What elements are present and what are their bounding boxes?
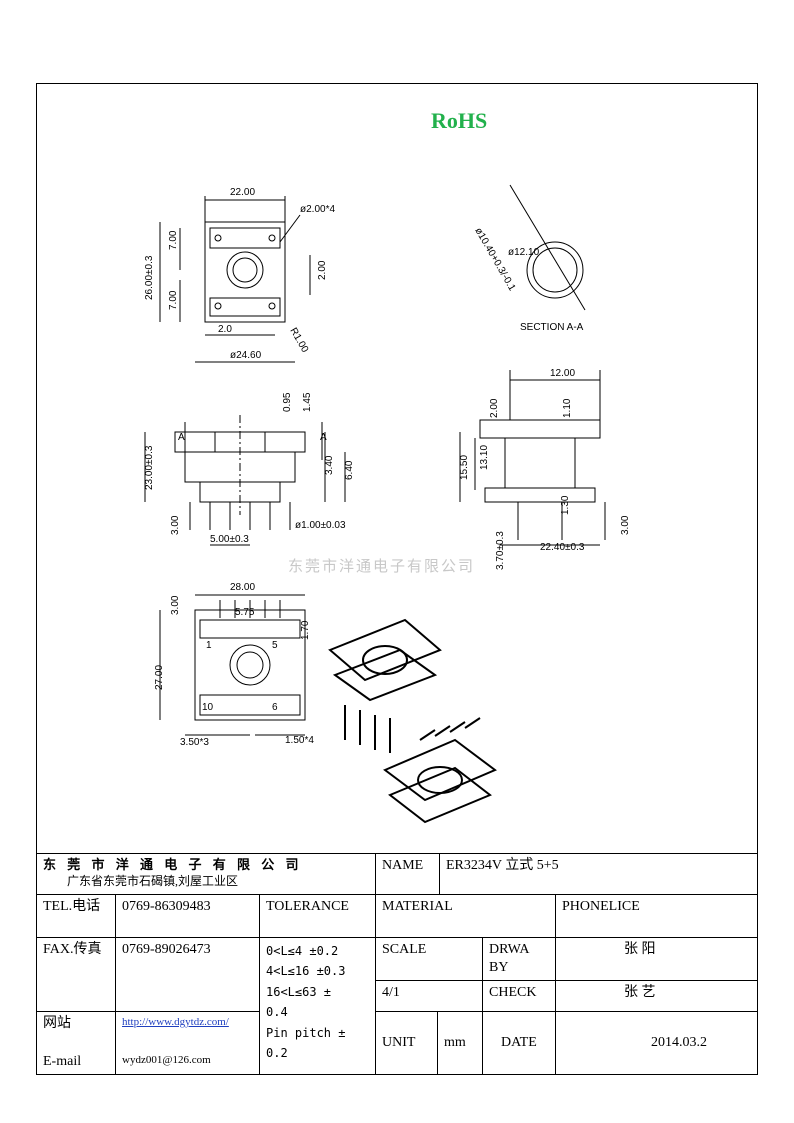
drawn-value: 张 阳 xyxy=(556,938,758,981)
dim-300a: 3.00 xyxy=(170,515,181,535)
tol-line-4: 0.4 xyxy=(266,1005,288,1020)
dim-sec-outer: ø10.40+0.3/-0.1 xyxy=(472,226,517,293)
front-view xyxy=(144,415,346,546)
company-cell: 东 莞 市 洋 通 电 子 有 限 公 司 广东省东莞市石碣镇,刘屋工业区 xyxy=(36,853,376,895)
tol-line-1: 0<L≤4 ±0.2 xyxy=(266,944,339,958)
dim-height-23: 23.00±0.3 xyxy=(144,445,155,490)
dim-width-12: 12.00 xyxy=(550,368,575,379)
dim-side-height: 26.00±0.3 xyxy=(144,255,155,300)
company-name: 东 莞 市 洋 通 电 子 有 限 公 司 xyxy=(43,857,303,872)
isometric-view-1 xyxy=(328,618,442,753)
check-label: CHECK xyxy=(483,981,556,1012)
tol-line-6: 0.2 xyxy=(266,1045,288,1060)
top-view xyxy=(159,196,311,363)
dim-340: 3.40 xyxy=(324,455,335,475)
section-aa-view xyxy=(509,184,586,311)
dim-pin-pitch5: 5.00±0.3 xyxy=(210,534,249,545)
fax-label: FAX.传真 xyxy=(36,938,116,1012)
date-label: DATE xyxy=(483,1012,556,1075)
dim-sec-inner: ø12.10 xyxy=(508,247,540,258)
section-aa-label: SECTION A-A xyxy=(520,322,584,333)
isometric-view-2 xyxy=(383,717,497,824)
website-link[interactable]: http://www.dgytdz.com/ xyxy=(122,1016,229,1028)
dim-pin-dia: ø1.00±0.03 xyxy=(295,520,346,531)
company-address: 广东省东莞市石碣镇,刘屋工业区 xyxy=(67,873,239,888)
name-value: ER3234V 立式 5+5 xyxy=(440,853,758,895)
dim-145: 1.45 xyxy=(302,392,313,412)
material-label: MATERIAL xyxy=(376,895,556,938)
dim-hole-dia: ø2.00*4 xyxy=(300,204,335,215)
dim-pin-150: 1.50*4 xyxy=(285,735,314,746)
dim-1550: 15.50 xyxy=(459,455,470,480)
name-label: NAME xyxy=(376,853,440,895)
dim-130: 1.30 xyxy=(560,495,571,515)
dim-width-2240: 22.40±0.3 xyxy=(540,542,585,553)
dim-pitch-2: 2.0 xyxy=(218,324,232,335)
dim-200b: 2.00 xyxy=(489,398,500,418)
tol-line-5: Pin pitch ± xyxy=(266,1025,346,1040)
dim-300b: 3.00 xyxy=(620,515,631,535)
pin-1: 1 xyxy=(206,640,212,651)
fax-value: 0769-89026473 xyxy=(116,938,260,1012)
web-email-values: http://www.dgytdz.com/ wydz001@126.com xyxy=(116,1012,260,1075)
scale-label: SCALE xyxy=(376,938,483,981)
dim-640: 6.40 xyxy=(344,460,355,480)
label-a-right: A xyxy=(320,432,327,443)
dim-top-width: 22.00 xyxy=(230,187,255,198)
dim-1310: 13.10 xyxy=(479,445,490,470)
unit-value: mm xyxy=(438,1012,483,1075)
web-label: 网站 xyxy=(43,1016,71,1031)
unit-label: UNIT xyxy=(376,1012,438,1075)
tol-line-3: 16<L≤63 ± xyxy=(266,984,332,999)
pin-5: 5 xyxy=(272,640,278,651)
web-email-labels: 网站 E-mail xyxy=(36,1012,116,1075)
dim-height-27: 27.00 xyxy=(154,665,165,690)
dim-095: 0.95 xyxy=(282,392,293,412)
dim-width-28: 28.00 xyxy=(230,582,255,593)
tol-line-2: 4<L≤16 ±0.3 xyxy=(266,964,346,979)
pin-10: 10 xyxy=(202,702,214,713)
tolerance-values: 0<L≤4 ±0.2 4<L≤16 ±0.3 16<L≤63 ± 0.4 Pin… xyxy=(260,938,376,1075)
date-value: 2014.03.2 xyxy=(556,1012,758,1075)
email-label: E-mail xyxy=(43,1054,82,1070)
label-a-left: A xyxy=(178,432,185,443)
technical-drawing: 22.00 ø2.00*4 26.00±0.3 7.00 7.00 2.00 2… xyxy=(144,184,631,824)
dim-radius: R1.00 xyxy=(287,326,310,355)
title-block: 东 莞 市 洋 通 电 子 有 限 公 司 广东省东莞市石碣镇,刘屋工业区 NA… xyxy=(36,853,758,1075)
bottom-view xyxy=(159,594,306,736)
dim-center-2: 2.00 xyxy=(317,260,328,280)
dim-upper-7: 7.00 xyxy=(168,230,179,250)
dim-110: 1.10 xyxy=(562,398,573,418)
side-view xyxy=(459,370,606,546)
tel-value: 0769-86309483 xyxy=(116,895,260,938)
company-watermark: 东莞市洋通电子有限公司 xyxy=(288,557,476,575)
dim-pin-350: 3.50*3 xyxy=(180,737,209,748)
drawn-label: DRWA BY xyxy=(483,938,556,981)
dim-lower-7: 7.00 xyxy=(168,290,179,310)
tel-label: TEL.电话 xyxy=(36,895,116,938)
dim-base-dia: ø24.60 xyxy=(230,350,262,361)
email-value: wydz001@126.com xyxy=(122,1054,211,1067)
tolerance-label: TOLERANCE xyxy=(260,895,376,938)
dim-370: 3.70±0.3 xyxy=(495,531,506,570)
scale-value: 4/1 xyxy=(376,981,483,1012)
dim-170: 1.70 xyxy=(300,620,311,640)
check-value: 张 艺 xyxy=(556,981,758,1012)
rohs-mark: RoHS xyxy=(431,108,488,133)
dim-575: 5.75 xyxy=(235,607,255,618)
material-value: PHONELICE xyxy=(556,895,758,938)
pin-6: 6 xyxy=(272,702,278,713)
dim-300c: 3.00 xyxy=(170,595,181,615)
